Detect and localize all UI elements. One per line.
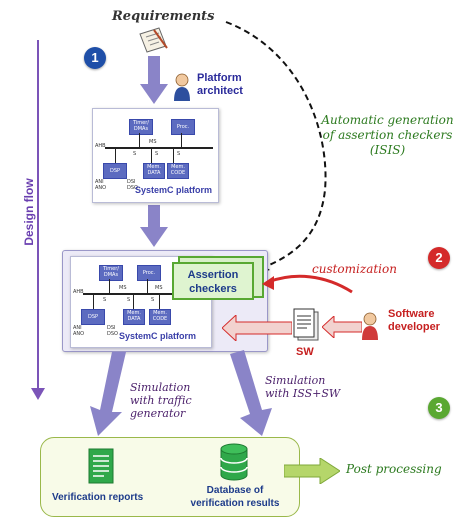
block-timer-2: Timer/DMAs — [99, 265, 123, 281]
platform-architect-line2: architect — [197, 85, 243, 97]
step-3-badge: 3 — [428, 397, 450, 419]
step-2-badge: 2 — [428, 247, 450, 269]
block-proc-2: Proc. — [137, 265, 161, 281]
bus-line — [105, 147, 213, 149]
platform-architect-line1: Platform — [197, 72, 242, 84]
bus-drop-7 — [147, 279, 148, 293]
software-developer-line2: developer — [388, 321, 440, 333]
step-1-badge: 1 — [84, 47, 106, 69]
requirements-icon — [139, 27, 168, 53]
bus-drop-10 — [159, 295, 160, 309]
bus-drop-1 — [139, 133, 140, 147]
sw-input-arrow — [322, 316, 362, 338]
database-line1: Database of — [206, 485, 264, 496]
assertion-checkers-line2: checkers — [189, 283, 237, 295]
customization-label: customization — [312, 262, 397, 276]
post-processing-arrow — [284, 458, 340, 484]
sim-traffic-label: Simulation with traffic generator — [130, 381, 192, 420]
auto-gen-line2: of assertion checkers — [322, 128, 453, 142]
sim-iss-line1: Simulation — [265, 374, 326, 387]
sim-iss-label: Simulation with ISS+SW — [265, 374, 340, 400]
sw-document-icon — [293, 308, 319, 341]
software-developer-line1: Software — [388, 308, 435, 320]
sim-traffic-line2: with traffic — [130, 394, 192, 407]
software-developer-icon — [362, 312, 378, 340]
sim-iss-line2: with ISS+SW — [265, 387, 341, 400]
label-ms-2: MS — [119, 285, 127, 291]
label-ahb-2: AHB — [73, 289, 84, 295]
bus-drop-6 — [109, 279, 110, 293]
bus-drop-9 — [133, 295, 134, 309]
sw-arrow — [222, 315, 292, 341]
database-label: Database of verification results — [180, 484, 290, 510]
label-ms-3: MS — [155, 285, 163, 291]
bus-drop-8 — [93, 295, 94, 309]
assertion-checkers-box: Assertion checkers — [172, 262, 254, 300]
label-s3: S — [177, 151, 181, 157]
label-s5: S — [127, 297, 131, 303]
bus-drop-3 — [115, 149, 116, 163]
block-dsp-2: DSP — [81, 309, 105, 325]
block-mem-code: Mem.CODE — [167, 163, 189, 179]
block-mem-data-2: Mem.DATA — [123, 309, 145, 325]
block-proc: Proc. — [171, 119, 195, 135]
block-mem-data: Mem.DATA — [143, 163, 165, 179]
verification-reports-label: Verification reports — [52, 492, 144, 503]
block-mem-code-2: Mem.CODE — [149, 309, 171, 325]
post-processing-label: Post processing — [346, 462, 442, 476]
auto-gen-line3: (ISIS) — [369, 143, 406, 157]
label-s2: S — [155, 151, 159, 157]
label-ahb: AHB — [95, 143, 106, 149]
assertion-checkers-line1: Assertion — [187, 269, 239, 281]
bus-drop-4 — [151, 149, 152, 163]
label-s6: S — [151, 297, 155, 303]
block-dsp: DSP — [103, 163, 127, 179]
bus-drop-2 — [181, 133, 182, 147]
platform-architect-label: Platform architect — [197, 72, 243, 98]
bus-line-2 — [83, 293, 205, 295]
bus-drop-5 — [173, 149, 174, 163]
label-s4: S — [103, 297, 107, 303]
database-line2: verification results — [190, 498, 280, 509]
sw-label: SW — [296, 346, 314, 358]
requirements-label: Requirements — [112, 9, 215, 24]
label-s1: S — [133, 151, 137, 157]
systemc-platform-label-main: SystemC platform — [119, 331, 197, 341]
systemc-platform-label-top: SystemC platform — [135, 185, 213, 195]
flow-arrow-2 — [140, 205, 168, 247]
auto-gen-line1: Automatic generation — [321, 113, 454, 127]
flow-arrow-1 — [140, 56, 168, 104]
verification-reports-icon — [88, 448, 114, 484]
label-ms: MS — [149, 139, 157, 145]
sim-traffic-line3: generator — [130, 407, 186, 420]
auto-generation-label: Automatic generation of assertion checke… — [305, 113, 470, 158]
platform-architect-icon — [174, 73, 190, 101]
systemc-platform-top: Timer/DMAs Proc. AHB MS S S S DSP Mem.DA… — [92, 108, 219, 203]
results-container — [40, 437, 300, 517]
block-timer: Timer/DMAs — [129, 119, 153, 135]
design-flow-arrow — [31, 40, 45, 400]
software-developer-label: Software developer — [388, 308, 440, 334]
sim-traffic-line1: Simulation — [130, 381, 191, 394]
database-icon — [220, 443, 248, 481]
